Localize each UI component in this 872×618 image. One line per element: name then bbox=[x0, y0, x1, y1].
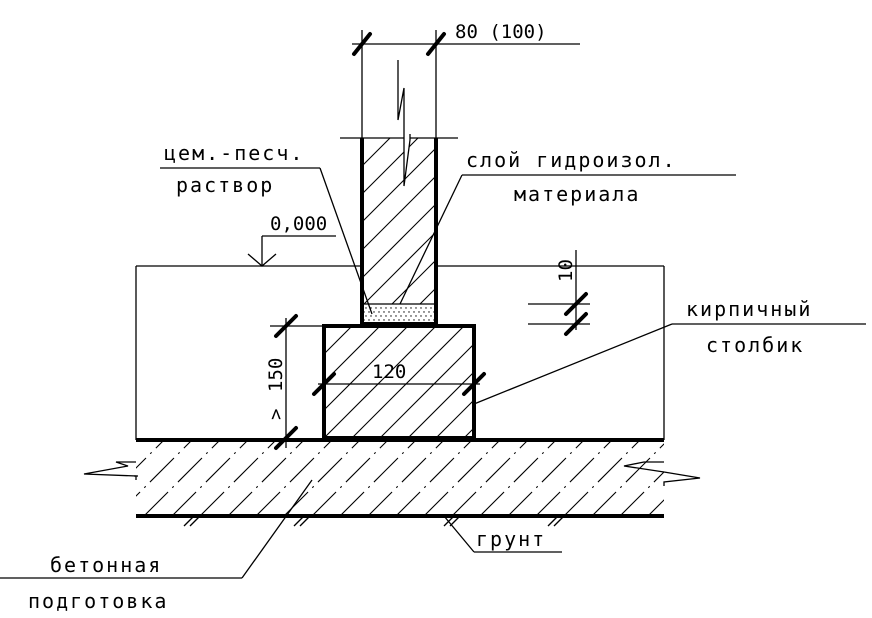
level-mark: 0,000 bbox=[247, 213, 336, 267]
level-mark-text: 0,000 bbox=[270, 213, 327, 235]
waterproof-label-1: слой гидроизол. bbox=[466, 148, 677, 172]
mortar-label-1: цем.-песч. bbox=[164, 141, 304, 165]
column-label-1: кирпичный bbox=[686, 297, 812, 321]
brick-wall bbox=[340, 60, 458, 324]
width-dim-text: 80 (100) bbox=[455, 21, 547, 43]
mortar-callout: цем.-песч. раствор bbox=[160, 141, 373, 315]
concrete-label-2: подготовка bbox=[28, 589, 168, 613]
width-dimension: 80 (100) bbox=[352, 21, 580, 138]
mortar-label-2: раствор bbox=[176, 173, 274, 197]
soil-label: грунт bbox=[476, 527, 546, 551]
gap-dim-text: 10 bbox=[555, 259, 577, 282]
height-dim-text: 150 bbox=[265, 358, 287, 392]
floor-outline bbox=[135, 265, 665, 440]
height-dimension: 150 > bbox=[265, 314, 324, 450]
waterproof-label-2: материала bbox=[514, 182, 640, 206]
column-label-2: столбик bbox=[706, 333, 804, 357]
gap-dimension: 10 bbox=[528, 250, 590, 336]
concrete-base bbox=[83, 438, 701, 518]
concrete-callout: бетонная подготовка bbox=[0, 479, 313, 613]
base-width-dim-text: 120 bbox=[372, 361, 406, 383]
soil-callout: грунт bbox=[443, 515, 562, 553]
base-width-dimension: 120 bbox=[312, 361, 486, 396]
height-dim-prefix: > bbox=[265, 409, 287, 420]
waterproofing-callout: слой гидроизол. материала bbox=[399, 148, 736, 305]
concrete-label-1: бетонная bbox=[50, 553, 162, 577]
column-callout: кирпичный столбик bbox=[473, 297, 866, 405]
